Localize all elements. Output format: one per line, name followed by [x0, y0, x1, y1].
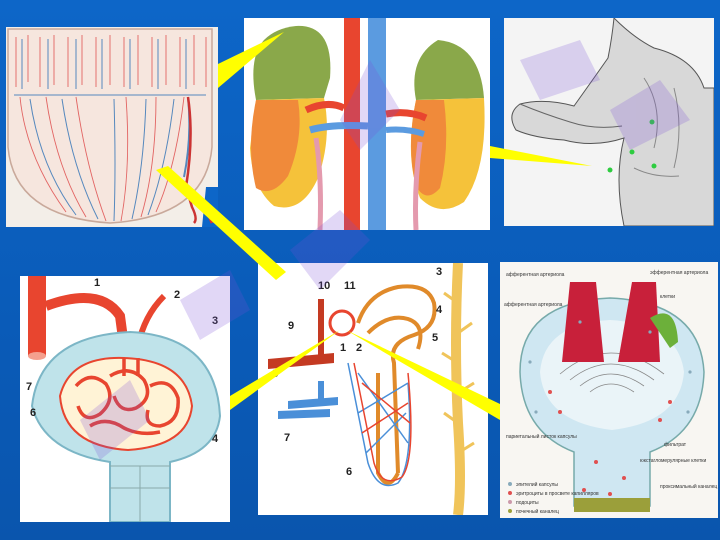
- nephron-label: 3: [436, 266, 442, 278]
- capsule-legend: эпителий капсулы: [516, 481, 558, 488]
- kidney-section-panel: [6, 27, 218, 227]
- nephron-label: 2: [356, 342, 362, 354]
- nephron-label: 10: [318, 280, 330, 292]
- capsule-legend: почечный каналец: [516, 508, 559, 515]
- capsule-label: эфферентная артериола: [650, 270, 708, 276]
- nephron-label: 7: [284, 432, 290, 444]
- glomerulus-label: 3: [212, 315, 218, 327]
- capsule-legend: подоциты: [516, 500, 539, 506]
- capsule-label: афферентная артериола: [504, 302, 563, 308]
- torso-landmarks-illustration: [504, 18, 714, 226]
- capsule-label: париетальный листок капсулы: [506, 433, 577, 440]
- glomerulus-illustration: 1 2 3 7 6 4: [20, 276, 230, 522]
- capsule-label: клетки: [660, 294, 675, 300]
- glomerulus-label: 6: [30, 407, 36, 419]
- nephron-panel: 10 11 3 9 1 2 4 5 8 7 6: [258, 263, 488, 515]
- nephron-label: 1: [340, 342, 346, 354]
- kidneys-and-great-vessels-illustration: [244, 18, 490, 230]
- nephron-label: 4: [436, 304, 443, 316]
- capsule-label: проксимальный каналец: [660, 483, 717, 490]
- glomerulus-label: 1: [94, 277, 100, 289]
- glomerulus-panel: 1 2 3 7 6 4: [20, 276, 230, 522]
- capsule-label: фильтрат: [664, 442, 687, 448]
- capsule-label: юкстагломерулярные клетки: [640, 458, 706, 464]
- nephron-label: 11: [344, 280, 356, 292]
- glomerulus-label: 7: [26, 381, 32, 393]
- glomerulus-label: 2: [174, 289, 180, 301]
- torso-panel: [504, 18, 714, 226]
- capsule-legend: эритроциты в просвете капилляров: [516, 491, 599, 497]
- kidneys-vessels-panel: [244, 18, 490, 230]
- nephron-label: 9: [288, 320, 294, 332]
- nephron-label: 8: [272, 368, 278, 380]
- capsule-panel: афферентная артериола эфферентная артери…: [500, 262, 718, 518]
- bowman-capsule-illustration: афферентная артериола эфферентная артери…: [500, 262, 718, 518]
- nephron-illustration: 10 11 3 9 1 2 4 5 8 7 6: [258, 263, 488, 515]
- nephron-label: 6: [346, 466, 352, 478]
- kidney-cortex-illustration: [6, 27, 218, 227]
- glomerulus-label: 4: [212, 433, 219, 445]
- capsule-label: афферентная артериола: [506, 272, 565, 278]
- nephron-label: 5: [432, 332, 438, 344]
